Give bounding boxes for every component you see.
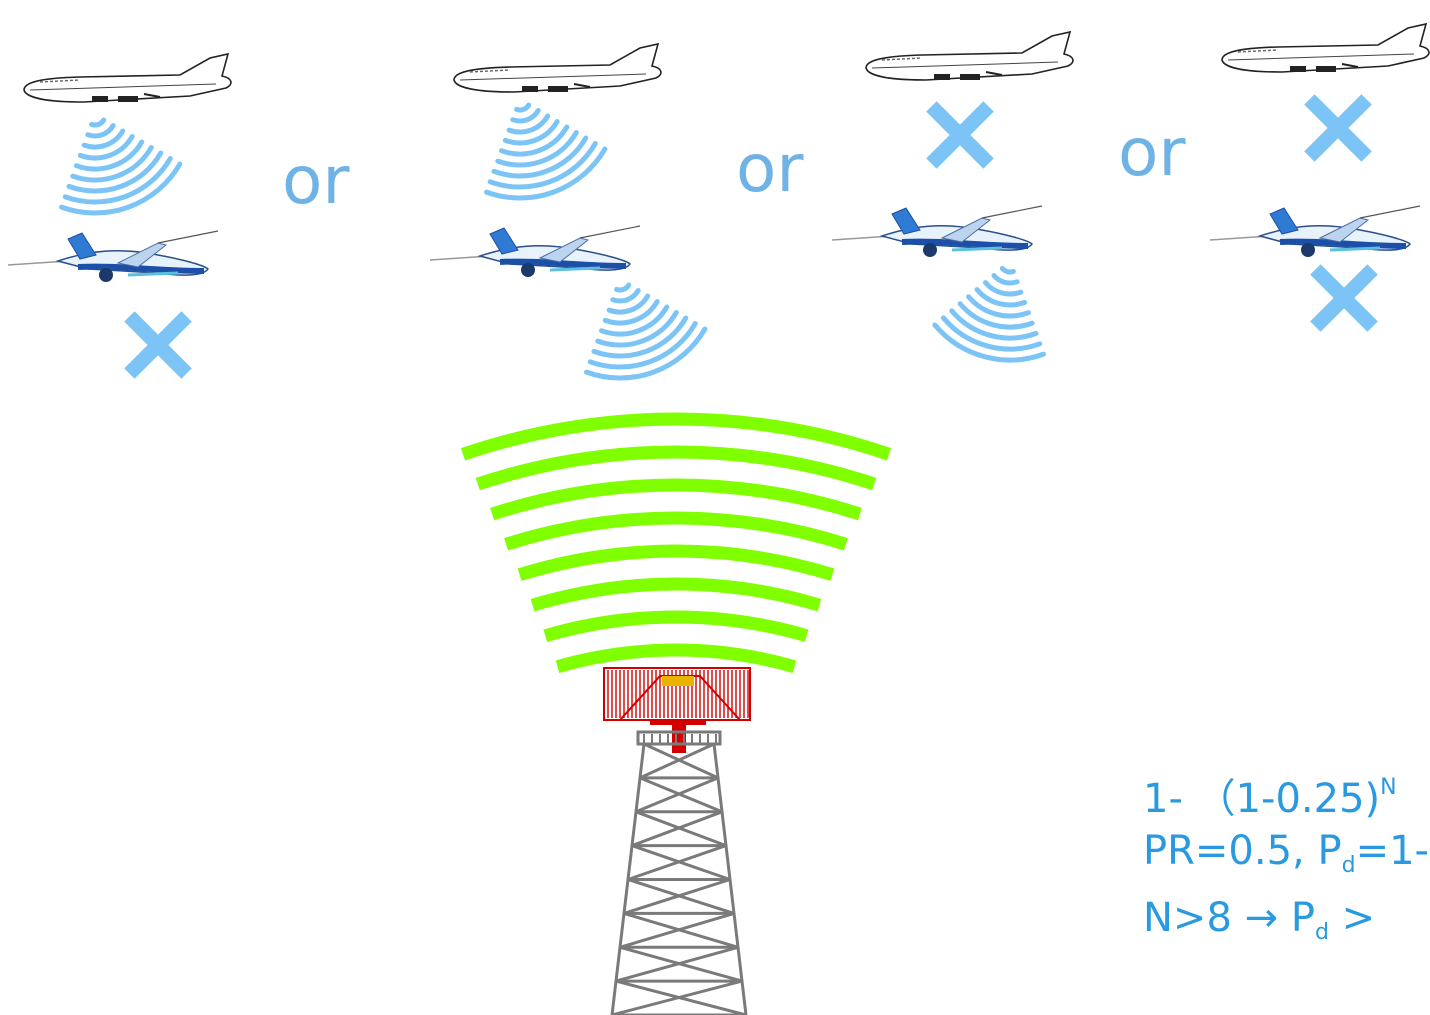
formula-line-1: 1- （1-0.25)N: [1143, 775, 1397, 822]
interrogation-wave-icon: [460, 412, 892, 673]
no-reply-cross-icon: [124, 311, 192, 379]
or-label: or: [282, 142, 350, 219]
reply-wave-icon: [932, 265, 1046, 363]
reply-wave-icon: [584, 282, 708, 381]
or-label: or: [736, 130, 804, 207]
airliner-icon: [23, 53, 232, 103]
reply-wave-icon: [59, 117, 183, 216]
jet-icon: [1210, 206, 1420, 257]
no-reply-cross-icon: [1310, 264, 1378, 332]
reply-wave-icon: [484, 102, 608, 201]
detection-probability-formula: 1- （1-0.25)N PR=0.5, Pd=1- N>8 → Pd >: [1143, 762, 1430, 959]
formula-line-2: PR=0.5, Pd=1-: [1143, 828, 1429, 878]
jet-icon: [8, 231, 218, 282]
airliner-icon: [865, 31, 1074, 81]
no-reply-cross-icon: [1304, 94, 1372, 162]
jet-icon: [832, 206, 1042, 257]
or-label: or: [1118, 114, 1186, 191]
radar-antenna-icon: [603, 667, 751, 753]
radar-tower-icon: [610, 730, 748, 1015]
airliner-icon: [1221, 23, 1430, 73]
jet-icon: [430, 226, 640, 277]
airliner-icon: [453, 43, 662, 93]
no-reply-cross-icon: [926, 101, 994, 169]
formula-line-3: N>8 → Pd >: [1143, 895, 1376, 945]
